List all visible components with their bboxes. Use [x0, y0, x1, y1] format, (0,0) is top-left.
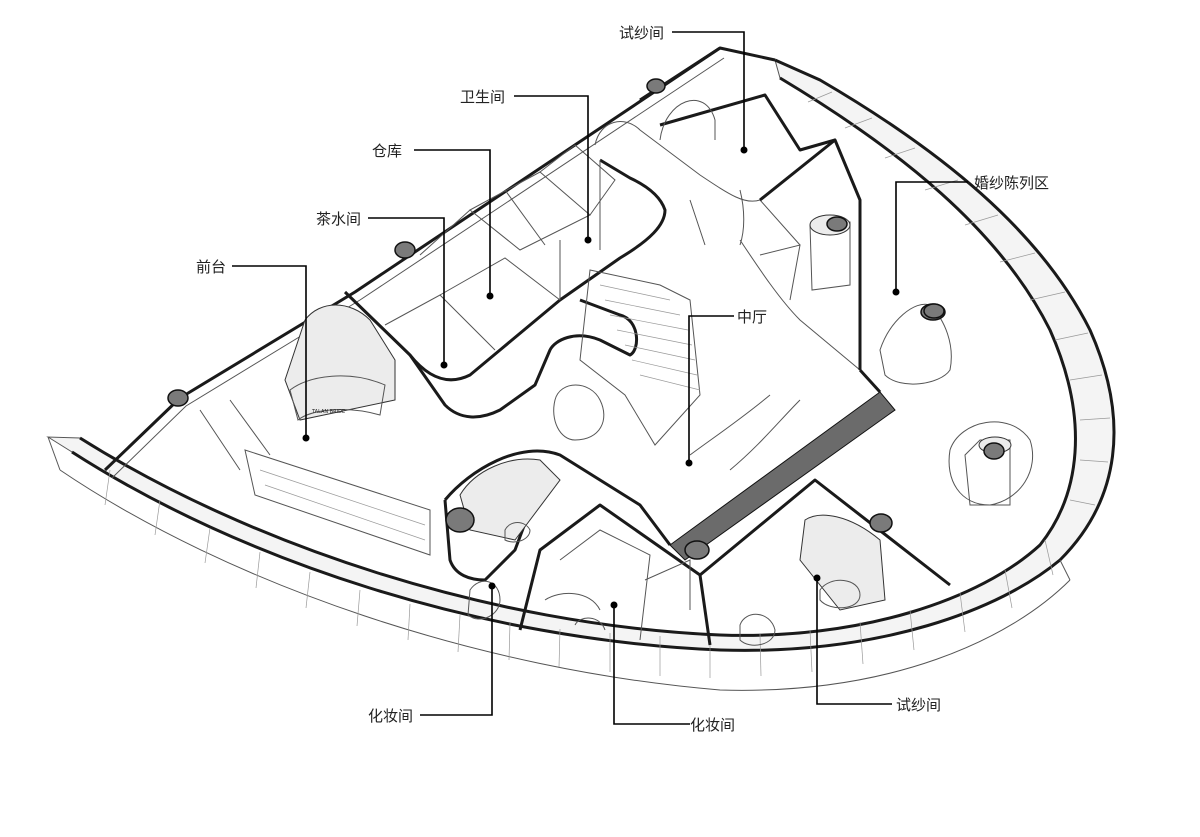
leader-toilet — [514, 95, 589, 240]
label-makeup-left: 化妆间 — [368, 707, 413, 725]
room-labels: 试纱间 卫生间 仓库 茶水间 前台 婚纱陈列区 中厅 化妆间 化妆间 试纱间 — [196, 24, 1049, 734]
glass-facade — [46, 58, 1116, 691]
label-storage: 仓库 — [372, 142, 402, 160]
label-makeup-center: 化妆间 — [690, 716, 735, 734]
label-tea-room: 茶水间 — [316, 210, 361, 228]
leader-reception — [232, 265, 307, 438]
service-rooms — [343, 144, 667, 382]
leader-storage — [414, 149, 491, 296]
leader-makeup-center — [613, 605, 690, 725]
label-toilet: 卫生间 — [460, 88, 505, 106]
label-fitting-top: 试纱间 — [619, 24, 664, 42]
fitting-room-bottom — [699, 478, 951, 646]
leader-fitting-top — [672, 31, 745, 150]
makeup-room-center — [518, 503, 712, 646]
label-reception: 前台 — [196, 258, 226, 276]
leader-wedding-display — [895, 181, 968, 292]
leader-makeup-left — [420, 586, 493, 716]
leader-main-hall — [688, 315, 734, 463]
label-wedding-display: 婚纱陈列区 — [974, 174, 1049, 192]
corridor-beam — [443, 368, 896, 561]
leader-lines — [232, 31, 968, 725]
label-main-hall: 中厅 — [737, 308, 767, 326]
reception-area: TALAN BRIDE — [199, 304, 431, 556]
label-fitting-bottom: 试纱间 — [896, 696, 941, 714]
reception-sign: TALAN BRIDE — [311, 409, 345, 415]
leader-fitting-bottom — [816, 578, 892, 705]
central-hall — [408, 239, 861, 471]
back-wall — [103, 46, 776, 479]
makeup-room-left — [443, 458, 561, 620]
leader-tea-room — [368, 217, 445, 365]
structural-columns — [167, 78, 1005, 560]
